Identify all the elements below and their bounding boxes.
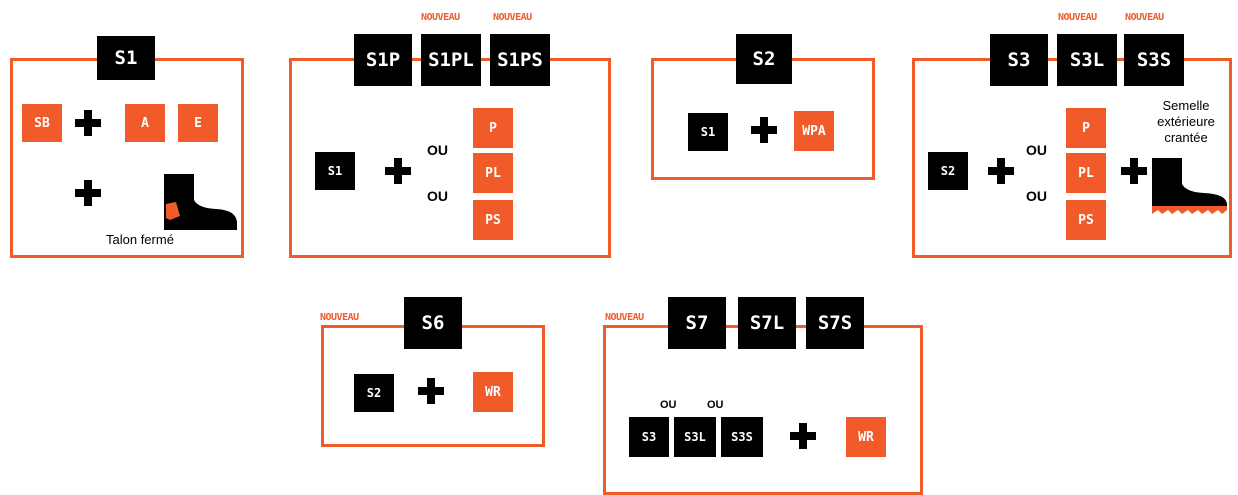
a-badge: A: [125, 104, 165, 142]
nouveau-tag: NOUVEAU: [1125, 12, 1164, 23]
s1p-title-badge: S1P: [354, 34, 412, 86]
s7s-title-badge: S7S: [806, 297, 864, 349]
talon-ferme-caption: Talon fermé: [106, 232, 174, 247]
plus-icon: [790, 423, 816, 449]
s7l-title-badge: S7L: [738, 297, 796, 349]
p-badge: P: [1066, 108, 1106, 148]
wr-badge: WR: [846, 417, 886, 457]
s2-title-badge: S2: [736, 34, 792, 84]
boot-icon: [1152, 158, 1227, 214]
wpa-badge: WPA: [794, 111, 834, 151]
boot-icon: [164, 174, 237, 230]
plus-icon: [75, 180, 101, 206]
s7-frame: [603, 325, 923, 495]
nouveau-tag: NOUVEAU: [1058, 12, 1097, 23]
s1-base-badge: S1: [688, 113, 728, 151]
nouveau-tag: NOUVEAU: [493, 12, 532, 23]
sb-badge: SB: [22, 104, 62, 142]
semelle-caption: Semelle extérieure crantée: [1157, 98, 1215, 145]
s7-title-badge: S7: [668, 297, 726, 349]
s1ps-title-badge: S1PS: [490, 34, 550, 86]
s3s-title-badge: S3S: [1124, 34, 1184, 86]
plus-icon: [988, 158, 1014, 184]
s1-base-badge: S1: [315, 152, 355, 190]
plus-icon: [751, 117, 777, 143]
plus-icon: [75, 110, 101, 136]
ou-label: OU: [660, 399, 677, 411]
plus-icon: [385, 158, 411, 184]
s3s-base-badge: S3S: [721, 417, 763, 457]
ou-label: OU: [1026, 188, 1047, 204]
s3-base-badge: S3: [629, 417, 669, 457]
s3-title-badge: S3: [990, 34, 1048, 86]
plus-icon: [418, 378, 444, 404]
pl-badge: PL: [473, 153, 513, 193]
p-badge: P: [473, 108, 513, 148]
s2-base-badge: S2: [354, 374, 394, 412]
nouveau-tag: NOUVEAU: [320, 312, 359, 323]
ou-label: OU: [427, 188, 448, 204]
ou-label: OU: [427, 142, 448, 158]
s3l-base-badge: S3L: [674, 417, 716, 457]
ou-label: OU: [707, 399, 724, 411]
plus-icon: [1121, 158, 1147, 184]
nouveau-tag: NOUVEAU: [421, 12, 460, 23]
s6-title-badge: S6: [404, 297, 462, 349]
s3l-title-badge: S3L: [1057, 34, 1117, 86]
s1pl-title-badge: S1PL: [421, 34, 481, 86]
s1-title-badge: S1: [97, 36, 155, 80]
ps-badge: PS: [473, 200, 513, 240]
ou-label: OU: [1026, 142, 1047, 158]
nouveau-tag: NOUVEAU: [605, 312, 644, 323]
e-badge: E: [178, 104, 218, 142]
pl-badge: PL: [1066, 153, 1106, 193]
wr-badge: WR: [473, 372, 513, 412]
s2-base-badge: S2: [928, 152, 968, 190]
ps-badge: PS: [1066, 200, 1106, 240]
